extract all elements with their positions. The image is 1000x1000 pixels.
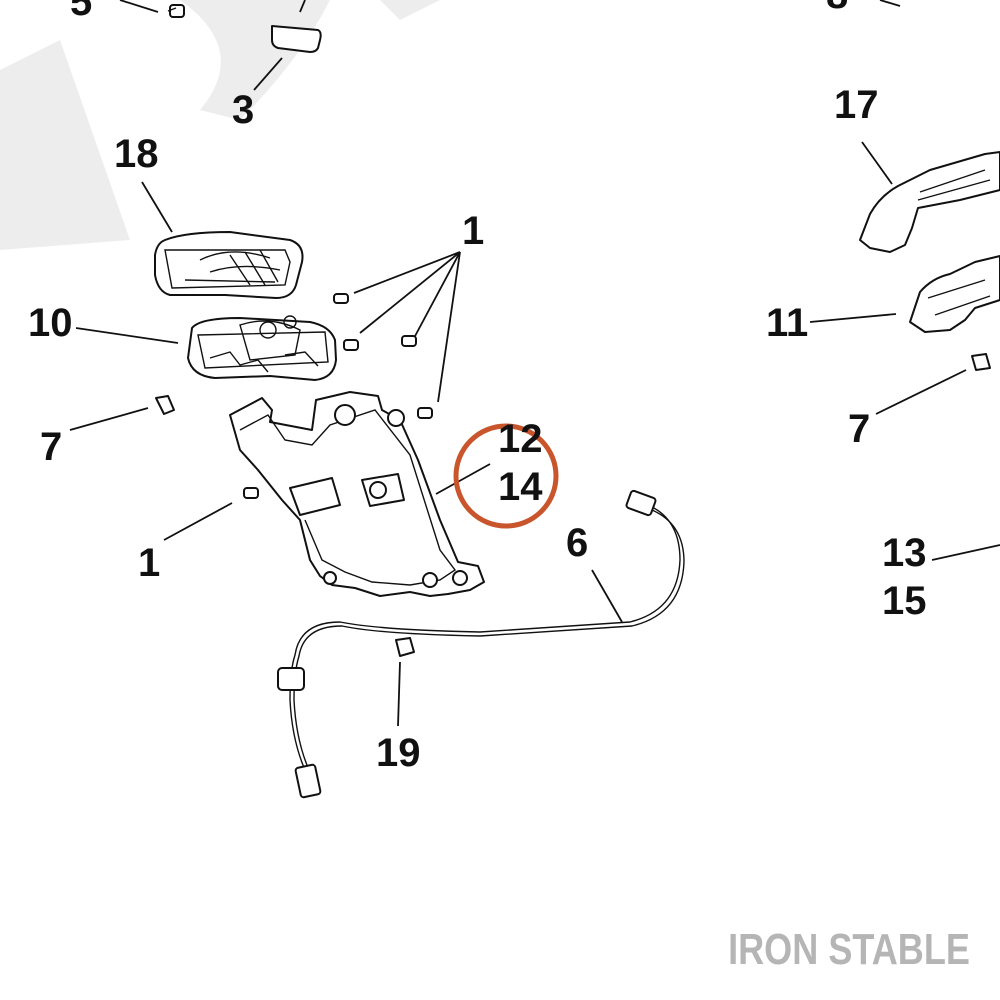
part-18-cover-housing [141, 181, 304, 299]
part-19-clip [395, 637, 415, 727]
part-11-right-base [809, 255, 1000, 333]
callout-11: 11 [766, 301, 808, 345]
callout-15: 15 [882, 579, 927, 623]
highlight-circle [453, 423, 559, 529]
part-6-wiring-harness [277, 489, 685, 799]
callout-13: 13 [882, 531, 927, 575]
brand-watermark: IRON STABLE [728, 925, 970, 974]
callout-14: 14 [498, 465, 543, 509]
callout-1-left: 1 [138, 541, 160, 585]
screw-d [417, 407, 433, 419]
part-1-screws [163, 251, 461, 541]
part-10-base-housing [75, 315, 337, 381]
background-watermark-shape [0, 0, 440, 250]
callout-17: 17 [834, 83, 879, 127]
callout-7-right: 7 [848, 407, 870, 451]
part-8-leader [879, 0, 901, 7]
screw-e [243, 487, 259, 499]
callout-7-left: 7 [40, 425, 62, 469]
part-3-pad [253, 0, 322, 91]
callout-10: 10 [28, 301, 73, 345]
part-12-14-mounting-bracket [229, 391, 491, 597]
callout-8: 8 [826, 0, 848, 17]
part-13-15-leader [931, 544, 1000, 561]
callout-5: 5 [70, 0, 92, 24]
part-17-right-cover [859, 141, 1000, 253]
part-7-clip-right [875, 353, 991, 415]
screw-c [401, 335, 417, 347]
callout-6: 6 [566, 521, 588, 565]
screw-b [343, 339, 359, 351]
callout-3: 3 [232, 88, 254, 132]
callout-18: 18 [114, 132, 159, 176]
callout-19: 19 [376, 731, 421, 775]
screw-a [333, 293, 349, 304]
part-5-screw [119, 0, 185, 18]
part-7-clip-left [69, 395, 175, 431]
callout-12: 12 [498, 417, 543, 461]
callout-1-top: 1 [462, 209, 484, 253]
